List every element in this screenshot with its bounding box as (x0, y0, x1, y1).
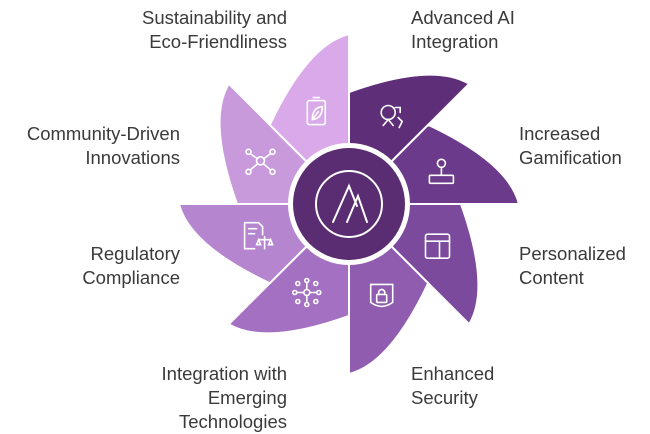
layout-panel-icon (424, 233, 451, 259)
label-sustainability-eco-friendliness: Sustainability and Eco-Friendliness (141, 7, 287, 52)
label-enhanced-security: Enhanced Security (411, 363, 495, 408)
label-community-driven-innovations: Community-Driven Innovations (26, 123, 180, 168)
center-hub (288, 143, 410, 265)
eco-battery-icon (306, 96, 327, 126)
idea-network-icon (245, 148, 276, 176)
robot-gear-icon (380, 104, 404, 129)
network-nodes-icon (291, 277, 322, 308)
document-scale-icon (243, 221, 274, 250)
logo-mark-icon (315, 170, 383, 238)
center-disc (293, 148, 405, 260)
label-advanced-ai-integration: Advanced AI Integration (411, 7, 515, 52)
lock-shield-icon (369, 283, 394, 308)
label-personalized-content: Personalized Content (519, 243, 626, 288)
joystick-icon (428, 158, 455, 185)
label-increased-gamification: Increased Gamification (519, 123, 622, 168)
label-integration-emerging-technologies: Integration with Emerging Technologies (161, 363, 287, 432)
label-regulatory-compliance: Regulatory Compliance (82, 243, 180, 288)
